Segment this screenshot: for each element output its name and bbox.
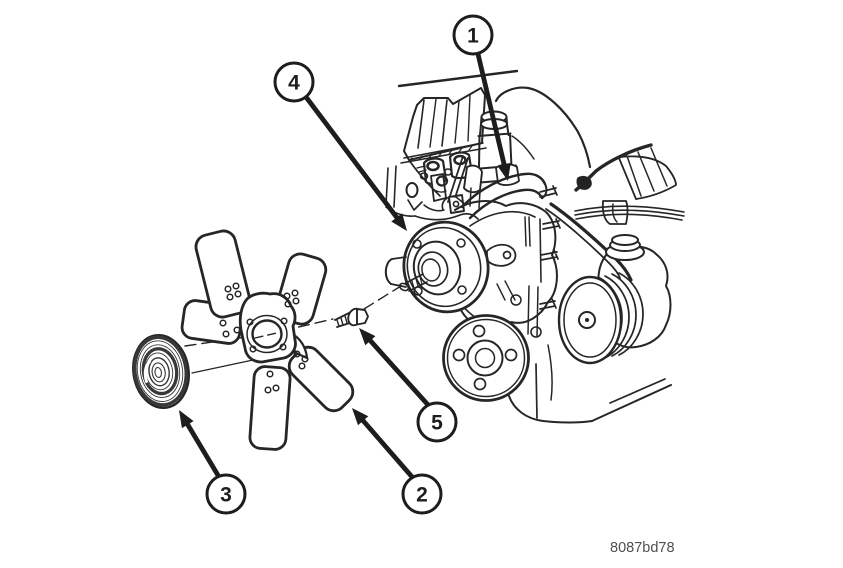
svg-text:2: 2 — [416, 484, 428, 507]
svg-text:3: 3 — [220, 484, 232, 507]
svg-text:5: 5 — [431, 412, 443, 435]
svg-text:1: 1 — [467, 25, 479, 48]
svg-text:4: 4 — [288, 72, 300, 95]
